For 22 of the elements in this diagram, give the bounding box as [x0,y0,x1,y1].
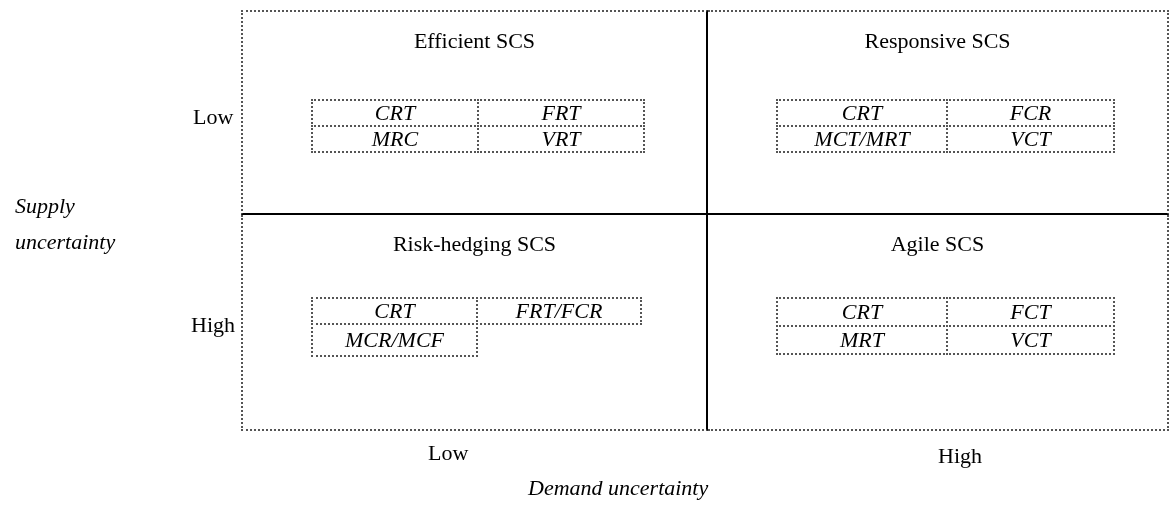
quadrant-title: Agile SCS [889,231,986,257]
strategy-cell: MCT/MRT [776,125,948,153]
quadrant-panel [708,10,1169,215]
strategy-cell: MRC [311,125,479,153]
axis-label: High [191,312,235,338]
axis-label: Low [193,104,234,130]
strategy-cell: VCT [946,125,1115,153]
strategy-cell: FCR [946,99,1115,127]
quadrant-title: Risk-hedging SCS [391,231,558,257]
quadrant-panel [241,10,708,215]
axis-label: Demand uncertainty [528,475,709,501]
strategy-cell: FRT [477,99,645,127]
axis-label: High [938,443,982,469]
axis-label: Low [428,440,469,466]
quadrant-title: Responsive SCS [863,28,1012,54]
quadrant-title: Efficient SCS [412,28,537,54]
strategy-cell: VRT [477,125,645,153]
quadrant-panel [241,215,708,431]
quadrant-panel [708,215,1169,431]
strategy-cell: CRT [776,99,948,127]
strategy-cell: CRT [311,99,479,127]
axis-label: Supply uncertainty [15,192,117,256]
